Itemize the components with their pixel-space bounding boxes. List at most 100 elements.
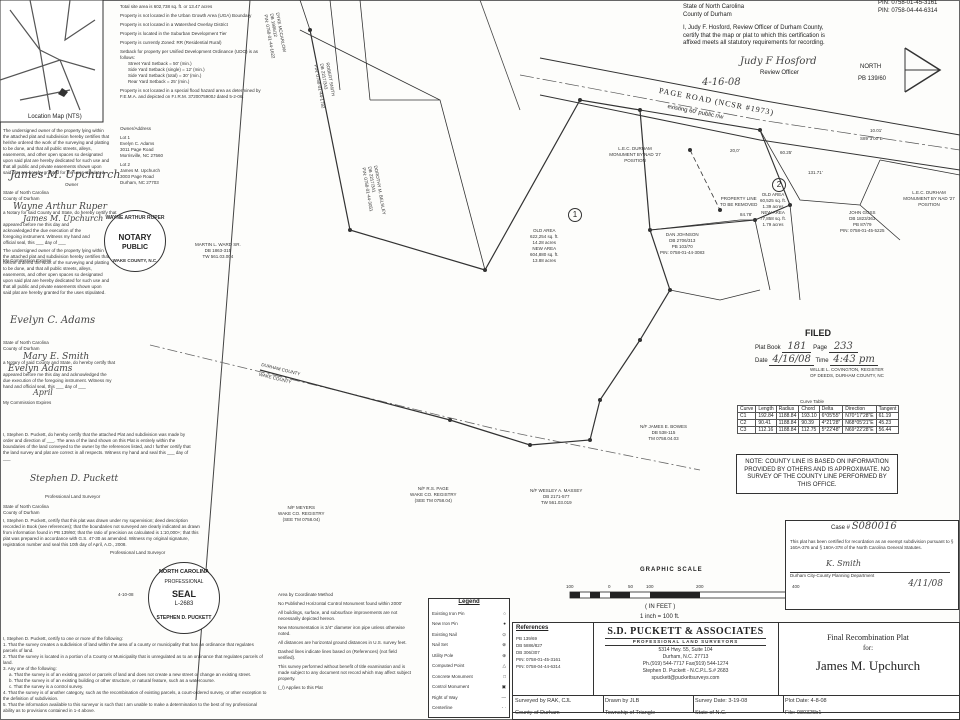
notary-signature: Mary E. Smith [23,352,90,362]
location-map-site [58,88,68,97]
pls-label: Professional Land Surveyor [45,494,101,499]
neighbor-line: DB 1823/363 [849,216,876,221]
plat-note: No Published Horizontal Control Monument… [278,601,402,606]
state-line: State of North Carolina [3,504,49,509]
plat-note: This survey performed without benefit of… [278,664,411,681]
owner-lot2-line: Durham, NC 27703 [120,180,159,185]
legend-item: Existing Nail⊙ [432,630,506,641]
company-phone: Ph.(919) 544-7717 Fax(919) 544-1274 [642,661,729,667]
legend-label: Existing Iron Pin [432,610,465,616]
cell: 45.23 [875,419,900,427]
neighbor-line: TW 561.03.019 [540,500,572,505]
review-date: 4-16-08 [702,77,741,88]
neighbor-line: JOHN GOSS [849,210,876,215]
planning-certification: Case # S080016 This plat has been certif… [785,520,959,610]
plat-certificate: I, Stephen D. Puckett, certify that this… [3,518,200,547]
certify-item: b. That the survey is of an existing bui… [9,678,216,683]
footer-file: File: 080325b1 [785,710,822,716]
owner-certificate-1: The undersigned owner of the property ly… [3,128,110,175]
plat-note: All buildings, surface, and subsurface i… [278,610,398,621]
new-pin-icon: ● [503,621,506,626]
notary-line: State of North Carolina [3,340,49,345]
reference-item: DB 306/307 [516,649,540,655]
title-footer: Surveyed by RAK, CJL Drawn by JLB Survey… [513,695,959,720]
owner-label: Owner [65,182,79,187]
property-line-text: TO BE REMOVED [720,202,758,207]
review-officer-certificate: State of North Carolina County of Durham… [683,4,833,48]
certify-item: 2. That the survey is located in a porti… [3,654,263,665]
site-note: Total site area is 602,738 sq. ft. or 13… [120,4,213,9]
page-label: Page [813,345,828,351]
owner-signature-1: James M. Upchurch [10,168,121,181]
cell: 1188.84 [775,426,800,434]
header-cell: Tangent [875,405,900,413]
notary-line: My Commission Expires [3,400,52,405]
certify-item: 4. That the survey is of another categor… [3,690,267,701]
cell: C1 [736,412,757,420]
lot2-new-area-label: NEW AREA [761,210,785,215]
certify-item: a. That the survey is of an existing par… [9,672,252,677]
review-line: I, Judy F. Hosford, Review Officer of Du… [683,25,826,46]
neighbor-line: MARTIN L. WARD SR. [195,242,241,247]
planning-signature: K. Smith [826,558,862,568]
pls-seal-bottom: STEPHEN D. PUCKETT [156,615,212,621]
site-note: Setback for property per Unified Develop… [120,49,259,60]
pls-seal-top: NORTH CAROLINA [158,569,210,575]
filed-time-value: 4:43 pm [830,353,878,366]
company-name: S.D. PUCKETT & ASSOCIATES [607,626,764,637]
north-arrow [904,47,942,93]
page-value: 233 [828,341,858,353]
plat-title-box: Final Recombination Plat for: James M. U… [778,623,958,695]
pls-seal-number: L-2683 [174,601,194,607]
table-row: C3 112.16 1188.84 112.75 5°22'48" N69°22… [736,426,900,434]
seal-ring-text: WAYNE ARTHUR RUPER [105,215,165,221]
notary-line: State of North Carolina [3,190,49,195]
scale-tick: 100 [566,584,574,589]
lot1-area: OLD AREA 622,254 sq. ft. 14.28 acres NEW… [530,228,559,264]
site-note: Property is currently Zoned: RR (Residen… [120,40,222,45]
cell: 90.39 [798,419,820,427]
owner-lot2-line: James M. Upchurch [120,168,161,173]
location-map-caption: Location Map (NTS) [28,114,82,120]
legend-label: Concrete Monument [432,673,473,679]
north-parcel-lines [299,0,486,271]
neighbor-goss: JOHN GOSS DB 1823/363 PB 87/79 PIN: 0758… [840,210,885,234]
seal-bottom-text: WAKE COUNTY, N.C. [112,258,158,263]
owner-lot1-line: Morrisville, NC 27560 [120,153,164,158]
owner-lot1-line: Lot 1 [120,135,131,140]
owner-certificate-2: The undersigned owner of the property ly… [3,248,110,295]
site-note: Side Yard Setback (total) = 30' (min.) [128,73,202,78]
neighbor-line: PIN: 0758-01-45-5225 [840,228,885,233]
owner-lot1-line: Evelyn C. Adams [120,141,155,146]
lot2-new-area-value: 77,858 sq. ft. [760,216,787,221]
notary-line: appeared before me this day and acknowle… [3,222,90,245]
legend-item: Control Monument▣ [432,682,506,693]
filed-title: FILED [805,328,831,338]
legend-item: Centerline- · [432,703,506,714]
plat-note: (_/) Applies to this Plat [278,685,323,690]
lot2-new-acres: 1.79 acres [762,222,784,227]
curve-table-header: Curve Length Radius Chord Delta Directio… [736,405,900,413]
concrete-monument-icon: □ [503,673,506,679]
legend-label: Centerline [432,705,453,710]
legend-title: Legend [458,599,480,605]
north-label: NORTH [860,64,882,70]
notary-name: James M. Upchurch [23,214,104,223]
pin-number: PIN: 0758-01-45-3161 [878,0,938,6]
neighbor-line: TM 0758.04.03 [648,436,679,441]
neighbor-line: DAN JOHNSON [665,232,699,237]
reference-item: PIN: 0758-04-44-6314 [516,663,561,669]
neighbor-page: N/F R.S. PAGE WAKE CO. REGISTRY (SEE TM … [410,486,457,504]
cell: 6°05'55" [818,412,844,420]
dimension-text: 131.71' [808,170,823,175]
pls-seal-mid: PROFESSIONAL [164,579,204,585]
scale-tick: 0 [608,584,611,589]
page-road-south-edge [539,94,960,171]
owner-address-block: Owner/Address Lot 1 Evelyn C. Adams 3011… [120,126,240,186]
bearing-text: S89°3'00"E [860,136,883,141]
survey-date: Survey Date: 3-19-08 [693,696,784,713]
cell: 192.84 [755,412,777,420]
certify-item: 3. Any one of the following: [3,666,57,671]
neighbor-line: N/F MEYERS [287,505,316,510]
owner-lot2-line: Lot 2 [120,162,131,167]
